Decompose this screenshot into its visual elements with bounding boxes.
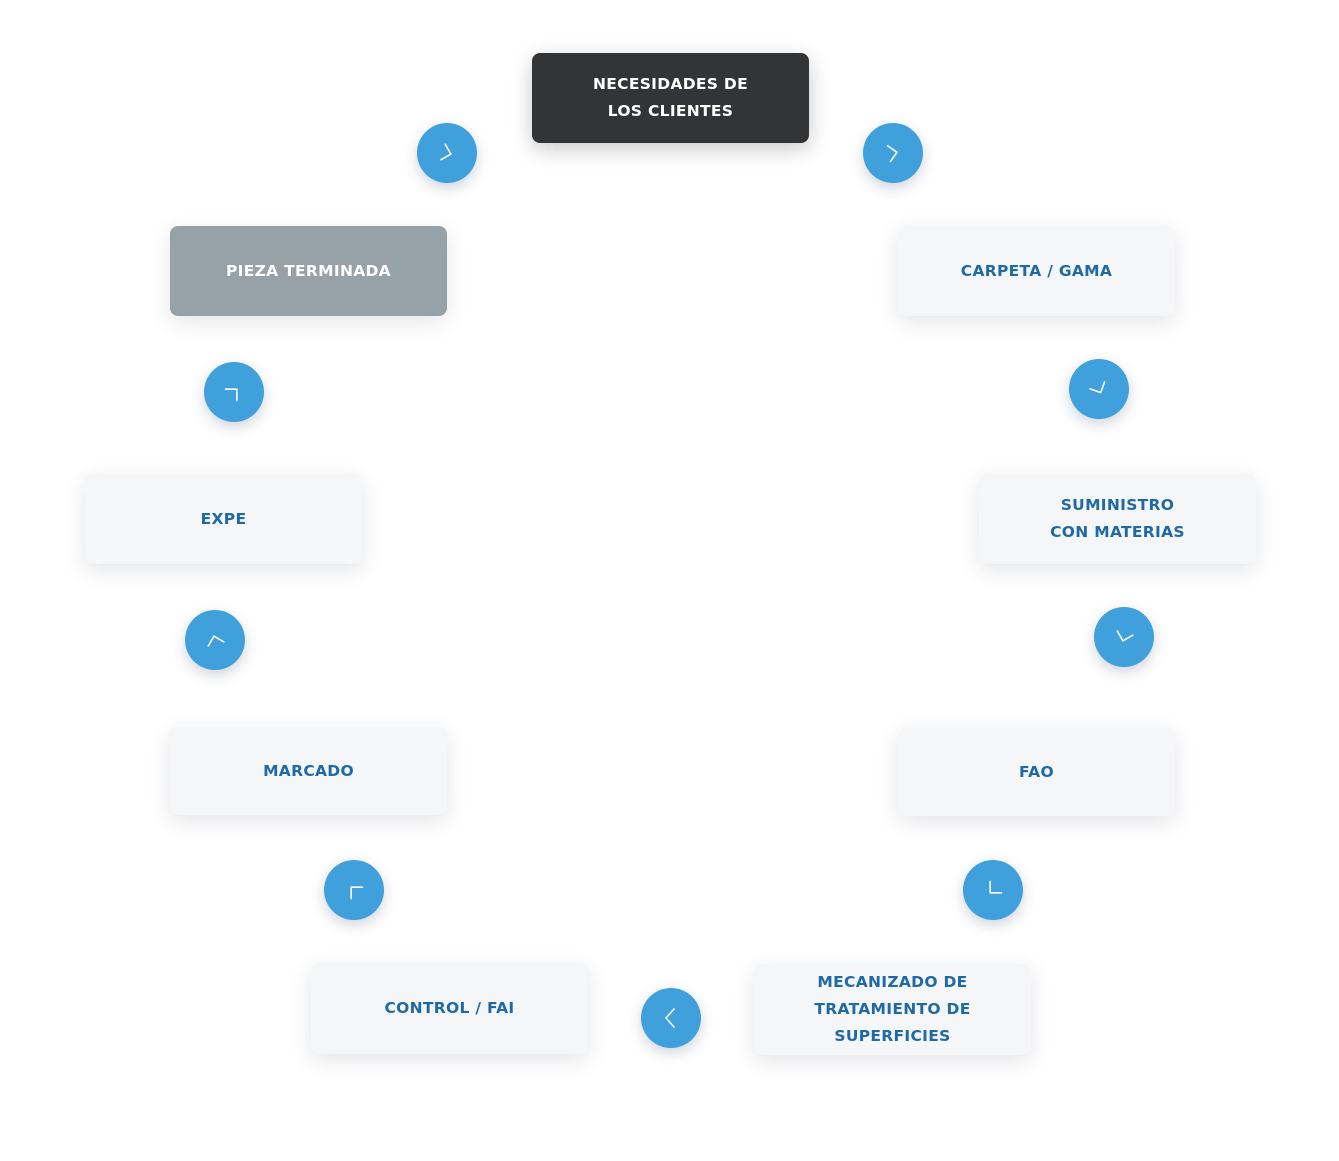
step-fao: FAO xyxy=(898,728,1175,816)
step-necesidades-de-los-clientes: NECESIDADES DE LOS CLIENTES xyxy=(532,53,809,143)
chevron-down-icon xyxy=(1116,630,1134,642)
chevron-right-icon xyxy=(440,143,452,161)
step-control-fai: CONTROL / FAI xyxy=(311,963,588,1054)
step-marcado: MARCADO xyxy=(170,727,447,815)
chevron-down-icon xyxy=(1089,381,1106,394)
arrow-connector xyxy=(963,860,1023,920)
step-expe: EXPE xyxy=(85,474,362,564)
arrow-connector xyxy=(417,123,477,183)
chevron-up-icon xyxy=(350,886,364,900)
arrow-connector xyxy=(1069,359,1129,419)
step-mecanizado-de-tratamiento-de-superficies: MECANIZADO DE TRATAMIENTO DE SUPERFICIES xyxy=(754,964,1031,1055)
chevron-down-icon xyxy=(989,880,1003,894)
arrow-connector xyxy=(324,860,384,920)
arrow-connector xyxy=(204,362,264,422)
step-carpeta-gama: CARPETA / GAMA xyxy=(898,226,1175,316)
step-pieza-terminada: PIEZA TERMINADA xyxy=(170,226,447,316)
arrow-connector xyxy=(641,988,701,1048)
arrow-connector xyxy=(1094,607,1154,667)
chevron-up-icon xyxy=(207,635,225,647)
arrow-connector xyxy=(863,123,923,183)
chevron-right-icon xyxy=(886,145,898,163)
chevron-left-icon xyxy=(665,1008,675,1028)
step-suministro-con-materias: SUMINISTRO CON MATERIAS xyxy=(979,474,1256,564)
chevron-up-icon xyxy=(224,388,238,402)
arrow-connector xyxy=(185,610,245,670)
